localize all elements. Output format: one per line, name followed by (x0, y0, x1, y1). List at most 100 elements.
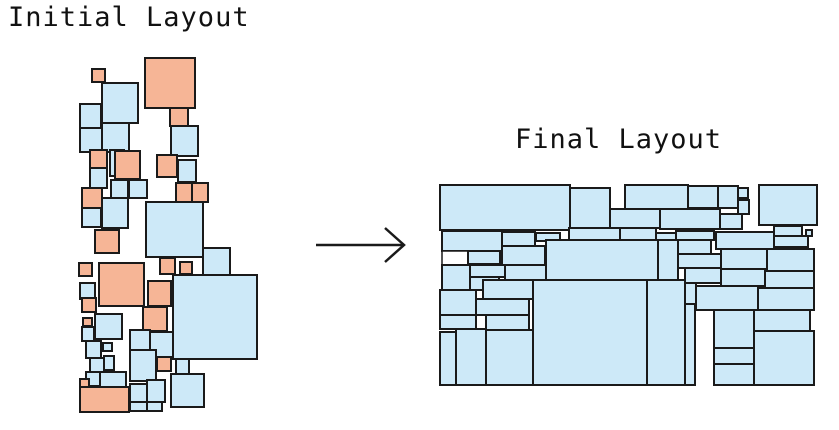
initial-block-blue (202, 247, 231, 276)
initial-block-blue (129, 401, 148, 412)
final-layout (439, 184, 818, 386)
final-block (766, 248, 815, 272)
final-block (720, 248, 768, 270)
final-block (646, 279, 686, 386)
final-block (439, 184, 571, 231)
initial-block-blue (170, 373, 205, 408)
initial-block-orange (78, 262, 93, 277)
final-block (717, 185, 739, 209)
initial-block-blue (128, 179, 148, 199)
final-block (455, 328, 487, 386)
final-block (475, 298, 530, 316)
final-block (657, 239, 679, 281)
final-block (624, 184, 689, 210)
initial-block-orange (98, 262, 145, 307)
final-block (485, 314, 530, 331)
final-block (773, 235, 809, 248)
final-block (684, 267, 722, 284)
initial-block-blue (129, 383, 148, 403)
final-block (675, 230, 715, 241)
initial-block-blue (81, 326, 95, 342)
initial-block-blue (99, 371, 127, 388)
initial-block-blue (172, 274, 258, 360)
final-block (687, 185, 719, 209)
initial-block-orange (179, 261, 193, 275)
initial-block-blue (85, 340, 102, 359)
final-block (532, 279, 648, 386)
final-block (737, 187, 749, 199)
final-block (677, 253, 722, 269)
initial-block-orange (79, 378, 90, 388)
initial-layout (78, 57, 258, 413)
final-block (753, 330, 815, 386)
final-block (568, 227, 621, 241)
final-block (545, 239, 659, 281)
initial-block-blue (101, 82, 139, 124)
final-block (684, 303, 696, 386)
initial-block-orange (169, 107, 189, 127)
final-block (439, 314, 477, 330)
initial-block-orange (91, 68, 106, 83)
final-block (441, 264, 471, 291)
initial-layout-title: Initial Layout (8, 2, 250, 33)
final-block (713, 309, 755, 349)
final-block (713, 363, 755, 386)
initial-block-blue (79, 127, 103, 153)
initial-block-blue (89, 167, 108, 189)
initial-block-blue (81, 207, 102, 228)
final-block (695, 285, 759, 311)
initial-block-orange (79, 386, 130, 413)
final-block-gap (441, 250, 469, 266)
final-block (753, 309, 811, 332)
initial-block-orange (147, 280, 172, 307)
final-block (469, 264, 506, 278)
initial-block-orange (142, 306, 168, 332)
final-block (467, 250, 501, 265)
initial-block-blue (170, 125, 199, 157)
final-block (758, 184, 818, 226)
initial-block-orange (81, 187, 103, 209)
final-layout-title: Final Layout (515, 124, 723, 155)
initial-block-orange (175, 182, 193, 203)
arrow-right-icon (316, 227, 406, 263)
initial-block-blue (129, 329, 151, 351)
final-block (619, 227, 657, 241)
initial-block-blue (101, 122, 130, 153)
initial-block-blue (94, 313, 123, 340)
final-block (501, 245, 546, 266)
initial-block-blue (89, 357, 105, 373)
initial-block-blue (177, 159, 197, 183)
final-block (609, 208, 661, 229)
initial-block-blue (175, 358, 190, 375)
final-block (737, 199, 750, 215)
final-block (720, 268, 766, 287)
initial-block-orange (89, 149, 108, 169)
initial-block-blue (146, 401, 163, 412)
initial-block-blue (110, 179, 129, 199)
initial-block-blue (102, 342, 113, 352)
final-block (764, 270, 815, 289)
final-block (773, 225, 803, 237)
final-block (659, 208, 721, 230)
final-block (439, 289, 477, 316)
initial-block-blue (145, 201, 204, 258)
final-block (504, 264, 547, 281)
final-block (485, 329, 534, 386)
final-block (715, 231, 775, 250)
initial-block-orange (156, 356, 172, 372)
final-block (677, 239, 712, 255)
final-block (482, 279, 534, 300)
final-block (439, 331, 457, 386)
initial-block-blue (79, 282, 96, 300)
final-block (569, 187, 611, 229)
final-block (757, 287, 815, 311)
initial-block-blue (79, 103, 102, 129)
initial-block-orange (94, 229, 120, 254)
final-block (441, 230, 503, 252)
initial-block-orange (156, 154, 178, 178)
final-block (501, 231, 536, 247)
initial-block-blue (146, 379, 166, 403)
initial-block-blue (129, 349, 157, 382)
final-block (719, 213, 743, 230)
initial-block-orange (144, 57, 196, 109)
